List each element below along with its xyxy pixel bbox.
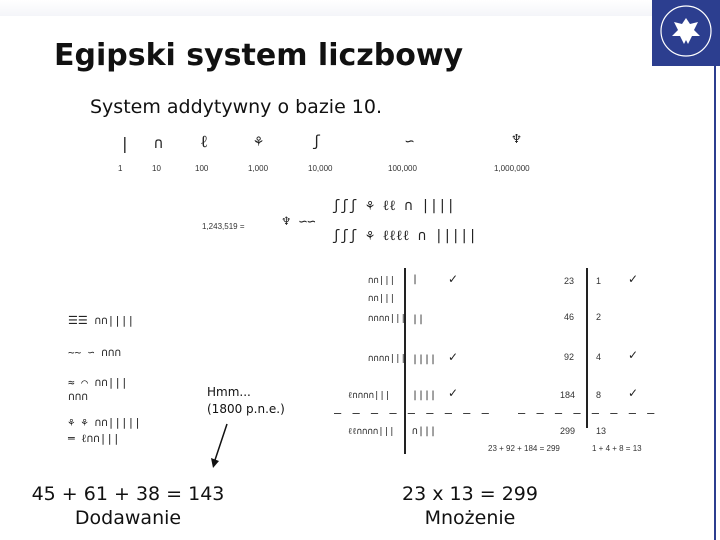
mult-row: ℓℓ∩∩∩∩||| <box>348 427 395 437</box>
mult-row: |||| <box>412 354 437 365</box>
check-icon: ✓ <box>448 350 459 364</box>
separator-dashes: – – – – – – – – <box>518 406 657 420</box>
value-10000: 10,000 <box>308 164 333 173</box>
value-1: 1 <box>118 164 123 173</box>
university-logo <box>652 0 720 66</box>
hieroglyph-table: | ∩ ℓ ⚘ ʃ ∽ ♆ 1 10 100 1,000 10,000 100,… <box>110 128 570 176</box>
addition-caption-line1: 45 + 61 + 38 = 143 <box>31 483 225 505</box>
addition-caption: 45 + 61 + 38 = 143 Dodawanie <box>28 482 228 530</box>
addition-row: ≈ ⌒ ∩∩||| <box>68 376 128 389</box>
slide-subtitle: System addytywny o bazie 10. <box>90 96 383 118</box>
multiplication-arabic-table: 23 1 ✓ 46 2 92 4 ✓ 184 8 ✓ – – – – – – –… <box>484 264 684 460</box>
value-10: 10 <box>152 164 161 173</box>
arrow-icon <box>211 423 228 468</box>
addition-row: ☰☰ ∩∩|||| <box>68 314 135 327</box>
mult-result-right: 13 <box>596 426 607 436</box>
mult-sum-right: 1 + 4 + 8 = 13 <box>592 444 642 453</box>
column-divider <box>586 268 588 428</box>
mult-right-value: 2 <box>596 312 602 322</box>
mult-row: ∩∩||| <box>368 294 396 304</box>
value-1000000: 1,000,000 <box>494 164 530 173</box>
mult-left-value: 46 <box>564 312 575 322</box>
addition-note-line1: Hmm... <box>207 385 251 399</box>
top-decoration <box>0 0 652 16</box>
hieroglyph-finger: ʃ <box>312 132 322 150</box>
hieroglyph-tadpole: ∽ <box>405 132 415 150</box>
mult-row: |||| <box>412 390 437 401</box>
example-glyphs-mid: ♆ ∽∽ <box>282 214 316 230</box>
mult-left-value: 92 <box>564 352 575 362</box>
check-icon: ✓ <box>628 272 639 286</box>
addition-row: ~~ ∽ ∩∩∩ <box>68 346 121 359</box>
mult-right-value: 8 <box>596 390 602 400</box>
mult-row: ∩∩∩∩||| <box>368 314 406 324</box>
hieroglyph-god: ♆ <box>512 130 522 148</box>
mult-row: ∩∩∩∩||| <box>368 354 406 364</box>
addition-row: ∩∩∩ <box>68 390 88 403</box>
mult-row: || <box>412 314 425 325</box>
column-divider <box>404 268 406 454</box>
mult-result-left: 299 <box>560 426 576 436</box>
mult-row: | <box>412 274 419 285</box>
value-100000: 100,000 <box>388 164 417 173</box>
check-icon: ✓ <box>448 386 459 400</box>
hieroglyph-heel-bone: ∩ <box>154 134 164 152</box>
addition-note-line2: (1800 p.n.e.) <box>207 402 285 416</box>
slide-title: Egipski system liczbowy <box>54 38 464 73</box>
multiplication-caption: 23 x 13 = 299 Mnożenie <box>370 482 570 530</box>
example-number-label: 1,243,519 = <box>202 222 245 231</box>
value-100: 100 <box>195 164 209 173</box>
mult-right-value: 1 <box>596 276 602 286</box>
mult-right-value: 4 <box>596 352 602 362</box>
multiplication-caption-line1: 23 x 13 = 299 <box>402 483 538 505</box>
example-glyphs-top: ʃʃʃ ⚘ ℓℓ ∩ |||| <box>332 198 455 214</box>
example-glyphs-bottom: ʃʃʃ ⚘ ℓℓℓℓ ∩ ||||| <box>332 228 477 244</box>
addition-row: ═ ℓ∩∩||| <box>68 432 120 445</box>
hieroglyph-stroke: | <box>120 134 130 153</box>
mult-row: ∩∩||| <box>368 276 396 286</box>
value-1000: 1,000 <box>248 164 269 173</box>
separator-dashes: – – – – – – – – – <box>334 406 491 420</box>
side-rule <box>714 66 716 540</box>
check-icon: ✓ <box>628 386 639 400</box>
hieroglyph-coil: ℓ <box>200 132 209 152</box>
check-icon: ✓ <box>628 348 639 362</box>
addition-caption-line2: Dodawanie <box>74 507 182 529</box>
eagle-seal-icon <box>660 5 712 57</box>
addition-note: Hmm... (1800 p.n.e.) <box>207 384 285 418</box>
mult-left-value: 23 <box>564 276 575 286</box>
mult-sum-left: 23 + 92 + 184 = 299 <box>488 444 560 453</box>
multiplication-glyph-table: ∩∩||| | ✓ ∩∩||| ∩∩∩∩||| || ∩∩∩∩||| |||| … <box>334 264 489 460</box>
check-icon: ✓ <box>448 272 459 286</box>
addition-glyph-table: ☰☰ ∩∩|||| ~~ ∽ ∩∩∩ ≈ ⌒ ∩∩||| ∩∩∩ ⚘ ⚘ ∩∩|… <box>62 306 202 446</box>
addition-row: ⚘ ⚘ ∩∩||||| <box>68 416 141 429</box>
mult-row: ℓ∩∩∩∩||| <box>348 391 391 401</box>
mult-row: ∩||| <box>412 426 437 437</box>
example-number-block: 1,243,519 = ʃʃʃ ⚘ ℓℓ ∩ |||| ♆ ∽∽ ʃʃʃ ⚘ ℓ… <box>196 196 526 252</box>
multiplication-caption-line2: Mnożenie <box>424 507 516 529</box>
mult-left-value: 184 <box>560 390 576 400</box>
hieroglyph-lotus: ⚘ <box>254 132 264 150</box>
